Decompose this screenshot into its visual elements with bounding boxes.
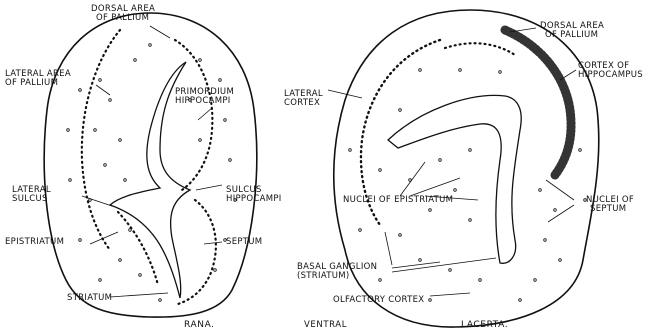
lacerta-scattered-cells: [349, 69, 587, 302]
ventral-caption: VENTRAL: [304, 320, 347, 330]
rana-label-sulcus-hippocampi-line2: HIPPOCAMPI: [226, 195, 282, 204]
rana-hippocampal-cell-band: [175, 40, 212, 190]
rana-label-striatum: STRIATUM: [67, 294, 112, 303]
rana-label-epistriatum: EPISTRIATUM: [5, 238, 64, 247]
rana-label-primordium-line2: HIPPOCAMPI: [175, 97, 231, 106]
lacerta-label-nuclei-septum-line2: SEPTUM: [590, 205, 626, 214]
rana-label-lateral-sulcus-line2: SULCUS: [12, 195, 48, 204]
rana-septal-cell-band: [178, 200, 216, 304]
lacerta-label-nuclei-epistriatum: NUCLEI OF EPISTRIATUM: [343, 196, 453, 205]
lacerta-leader-lines: [328, 28, 576, 296]
lacerta-label-dorsal-area-line2: OF PALLIUM: [545, 31, 598, 40]
rana-hemisphere-outline: [44, 13, 257, 317]
rana-label-lateral-area-line2: OF PALLIUM: [5, 79, 58, 88]
lacerta-label-basal-ganglion-line2: (STRIATUM): [297, 272, 350, 281]
rana-striatal-cell-band: [118, 212, 158, 285]
rana-label-dorsal-area-line2: OF PALLIUM: [96, 14, 149, 23]
rana-caption: RANA.: [184, 320, 215, 330]
lacerta-ventricle: [388, 95, 521, 263]
rana-leader-lines: [82, 26, 222, 297]
rana-pallium-cell-band: [82, 30, 120, 250]
rana-label-septum: SEPTUM: [226, 238, 262, 247]
lacerta-label-lateral-cortex-line2: CORTEX: [284, 99, 320, 108]
lacerta-hippocampal-cortex-band: [505, 30, 571, 175]
lacerta-dorsal-cortex-band: [445, 43, 515, 55]
lacerta-caption: LACERTA.: [461, 320, 508, 330]
lacerta-label-cortex-hippocampus-line2: HIPPOCAMPUS: [578, 71, 643, 80]
lacerta-label-olfactory-cortex: OLFACTORY CORTEX: [333, 296, 424, 305]
